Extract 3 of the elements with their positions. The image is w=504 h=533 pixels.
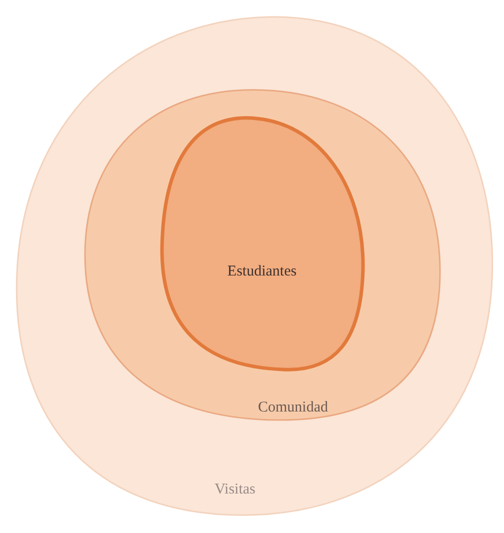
region-label: Estudiantes (227, 264, 297, 280)
region-label: Comunidad (258, 400, 328, 416)
region-label: Visitas (214, 482, 256, 498)
